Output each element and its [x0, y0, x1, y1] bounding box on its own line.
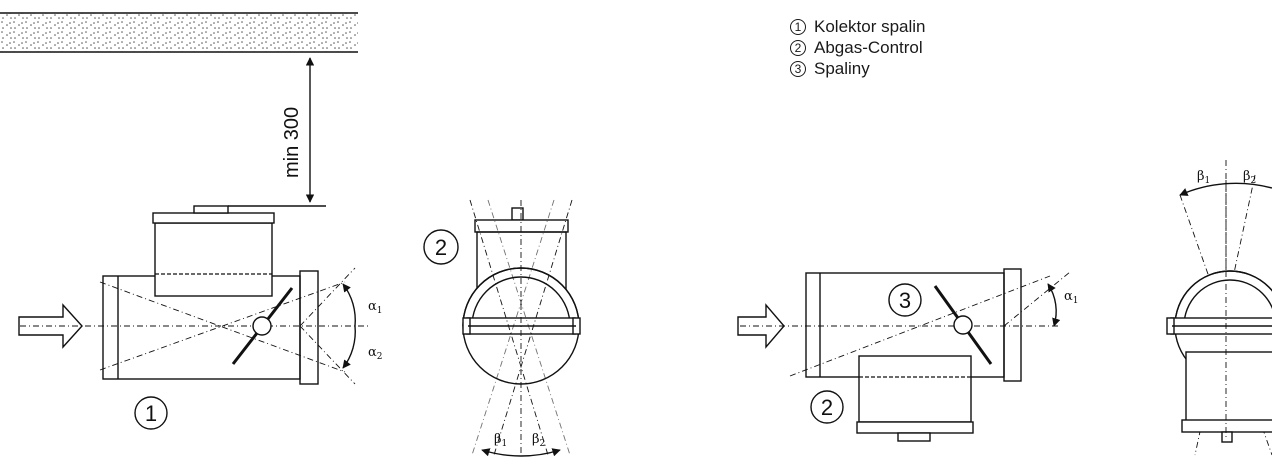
svg-text:β2: β2 — [1243, 169, 1256, 186]
legend: 1 Kolektor spalin 2 Abgas-Control 3 Spal… — [790, 16, 926, 79]
flow-arrow-icon-2 — [737, 303, 785, 349]
legend-number: 3 — [790, 60, 806, 77]
svg-text:2: 2 — [821, 395, 833, 420]
svg-text:β2: β2 — [532, 432, 545, 449]
view-4-end-view: β1 β2 — [1166, 160, 1272, 456]
ceiling-slab — [0, 12, 358, 53]
svg-text:β1: β1 — [1197, 169, 1210, 186]
svg-text:1: 1 — [145, 401, 157, 426]
dimension-min-300: min 300 — [228, 57, 326, 207]
legend-item-2: 2 Abgas-Control — [790, 37, 926, 58]
callout-2-right: 2 — [810, 390, 844, 424]
svg-text:α2: α2 — [368, 345, 383, 362]
svg-text:2: 2 — [435, 235, 447, 260]
svg-text:β1: β1 — [494, 432, 507, 449]
view-1-collector-top: α1 α2 1 — [18, 205, 383, 430]
legend-number: 2 — [790, 39, 806, 56]
legend-item-3: 3 Spaliny — [790, 58, 926, 79]
view-3-collector-bottom: α1 3 2 — [737, 268, 1079, 442]
view-2-end-view: 2 β1 β2 — [423, 199, 581, 457]
callout-3: 3 — [888, 283, 922, 317]
callout-1: 1 — [134, 396, 168, 430]
legend-label: Abgas-Control — [814, 38, 923, 57]
svg-text:α1: α1 — [368, 299, 383, 316]
svg-text:3: 3 — [899, 288, 911, 313]
svg-text:α1: α1 — [1064, 289, 1079, 306]
dimension-label: min 300 — [281, 107, 303, 178]
legend-number: 1 — [790, 18, 806, 35]
legend-label: Spaliny — [814, 59, 870, 78]
legend-label: Kolektor spalin — [814, 17, 926, 36]
legend-item-1: 1 Kolektor spalin — [790, 16, 926, 37]
callout-2-left: 2 — [423, 229, 459, 265]
